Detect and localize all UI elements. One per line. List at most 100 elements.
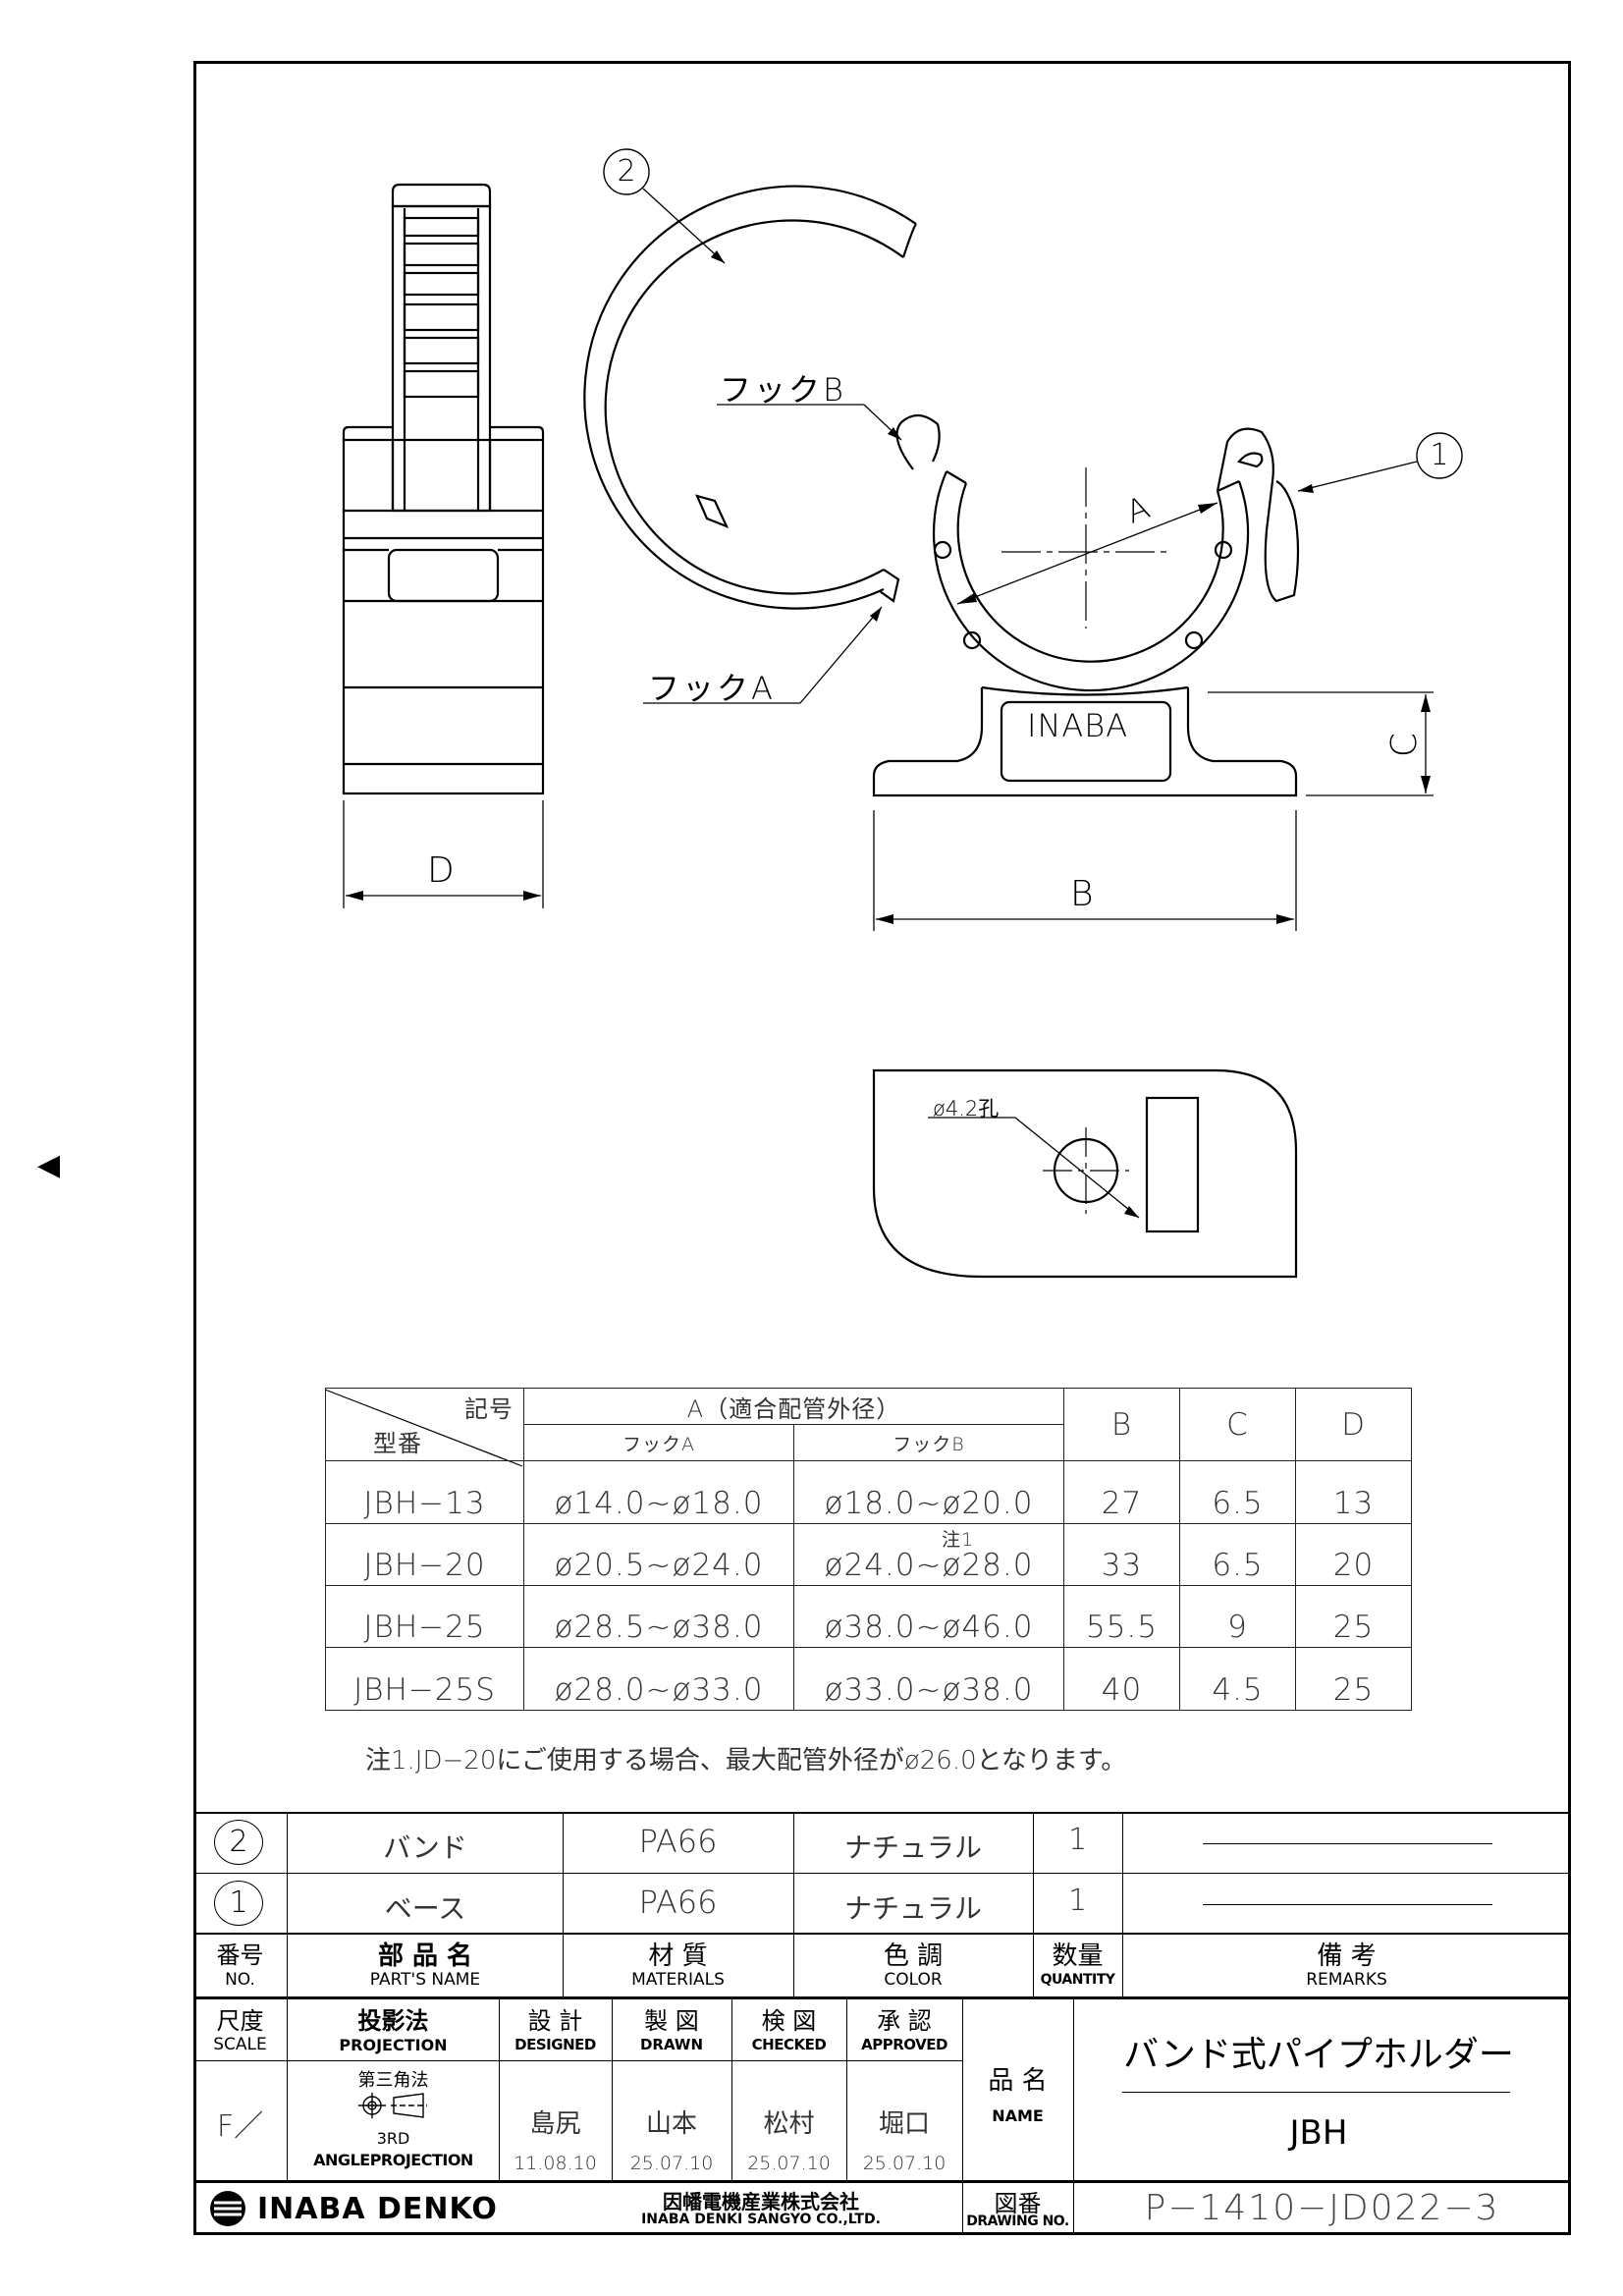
name-ja: 品 名 <box>988 2066 1048 2096</box>
b-cell: 33 <box>1063 1523 1180 1586</box>
hook-b-cell: ø18.0~ø20.0 <box>793 1460 1064 1524</box>
scale-value: F／ <box>216 2109 264 2144</box>
approved-date: 25.07.10 <box>862 2153 947 2174</box>
table-row: JBH−25 ø28.5~ø38.0 ø38.0~ø46.0 55.5 9 25 <box>325 1585 1412 1648</box>
hook-b-cell: ø38.0~ø46.0 <box>793 1585 1064 1648</box>
designed-en: DESIGNED <box>514 2036 596 2053</box>
drawing-frame <box>193 61 1571 2235</box>
header-color-en: COLOR <box>884 1970 943 1990</box>
part-row-no: 1 <box>214 1881 263 1926</box>
side-marker-arrow[interactable]: ◀ <box>37 1148 61 1182</box>
note-mark: 注1 <box>942 1529 975 1551</box>
product-name: バンド式パイプホルダー <box>1123 2035 1514 2075</box>
col-d-header: D <box>1295 1388 1412 1461</box>
scale-ja: 尺度 <box>216 2007 264 2035</box>
header-name-en: PART'S NAME <box>369 1970 481 1990</box>
name-en: NAME <box>992 2106 1044 2125</box>
drawn-en: DRAWN <box>639 2036 704 2053</box>
dimension-b-label: B <box>1070 874 1094 914</box>
projection-sub1: 3RD <box>376 2129 410 2148</box>
col-a-hook-a-header: フックA <box>523 1424 794 1461</box>
designed-ja: 設 計 <box>527 2007 583 2035</box>
checked-date: 25.07.10 <box>747 2153 831 2174</box>
approved-en: APPROVED <box>861 2036 947 2053</box>
table-row: JBH−20 ø20.5~ø24.0 注1 ø24.0~ø28.0 33 6.5… <box>325 1523 1412 1586</box>
drawn-date: 25.07.10 <box>629 2153 714 2174</box>
checked-en: CHECKED <box>751 2036 827 2053</box>
company-logo-icon <box>210 2191 245 2226</box>
hook-b-cell-with-note: 注1 ø24.0~ø28.0 <box>793 1523 1064 1586</box>
company-name-ja: 因幡電機産業株式会社 <box>663 2190 859 2214</box>
scale-en: SCALE <box>213 2035 267 2054</box>
projection-en: PROJECTION <box>339 2036 448 2054</box>
header-material-en: MATERIALS <box>631 1970 725 1990</box>
company-name-en: INABA DENKI SANGYO CO.,LTD. <box>641 2212 881 2227</box>
spec-table: 記号 型番 A（適合配管外径） B C D フックA フックB JBH−13 ø… <box>325 1388 1412 1711</box>
part-row-color: ナチュラル <box>843 1831 982 1864</box>
header-qty-en: QUANTITY <box>1040 1972 1115 1988</box>
model-cell: JBH−20 <box>325 1523 524 1586</box>
model-cell: JBH−25S <box>325 1647 524 1711</box>
d-cell: 25 <box>1295 1585 1412 1648</box>
projection-sub2: ANGLEPROJECTION <box>313 2151 473 2169</box>
part-row-material: PA66 <box>638 1823 718 1860</box>
corner-top-label: 記号 <box>464 1395 514 1423</box>
header-name-ja: 部 品 名 <box>377 1941 473 1971</box>
part-row-qty: 1 <box>1067 1884 1088 1918</box>
projection-ja: 投影法 <box>357 2007 429 2035</box>
table-row: JBH−13 ø14.0~ø18.0 ø18.0~ø20.0 27 6.5 13 <box>325 1460 1412 1524</box>
table-footnote: 注1.JD−20にご使用する場合、最大配管外径がø26.0となります。 <box>365 1746 1127 1776</box>
dimension-d-label: D <box>427 850 455 891</box>
part-row-material: PA66 <box>638 1884 718 1921</box>
header-remarks-ja: 備 考 <box>1317 1941 1377 1971</box>
part-row-no: 2 <box>214 1820 263 1865</box>
bottom-view <box>872 1068 1298 1279</box>
side-view <box>342 183 545 908</box>
hook-b-value: ø24.0~ø28.0 <box>824 1548 1034 1583</box>
approved-ja: 承 認 <box>877 2007 932 2035</box>
company-logo-text: INABA DENKO <box>257 2192 498 2226</box>
part-row-color: ナチュラル <box>843 1892 982 1925</box>
c-cell: 6.5 <box>1179 1460 1296 1524</box>
header-material-ja: 材 質 <box>648 1941 708 1971</box>
header-color-ja: 色 調 <box>883 1941 944 1971</box>
header-remarks-en: REMARKS <box>1306 1970 1387 1990</box>
part1-number: 1 <box>1430 438 1449 472</box>
designed-name: 島尻 <box>529 2109 581 2139</box>
product-code: JBH <box>1289 2113 1348 2153</box>
hook-a-cell: ø28.5~ø38.0 <box>523 1585 794 1648</box>
header-no-ja: 番号 <box>216 1941 264 1969</box>
hook-a-cell: ø20.5~ø24.0 <box>523 1523 794 1586</box>
corner-bottom-label: 型番 <box>373 1430 422 1457</box>
header-qty-ja: 数量 <box>1052 1941 1104 1971</box>
col-a-header: A（適合配管外径） <box>523 1388 1064 1425</box>
hook-b-cell: ø33.0~ø38.0 <box>793 1647 1064 1711</box>
table-corner: 記号 型番 <box>325 1388 524 1461</box>
drawn-ja: 製 図 <box>644 2007 699 2035</box>
col-c-header: C <box>1179 1388 1296 1461</box>
hook-a-cell: ø28.0~ø33.0 <box>523 1647 794 1711</box>
projection-value: 第三角法 <box>357 2070 429 2091</box>
checked-ja: 検 図 <box>761 2007 817 2035</box>
d-cell: 20 <box>1295 1523 1412 1586</box>
table-row: JBH−25S ø28.0~ø33.0 ø33.0~ø38.0 40 4.5 2… <box>325 1647 1412 1711</box>
hook-b-label: フックB <box>720 371 846 409</box>
part-row-qty: 1 <box>1067 1823 1088 1857</box>
hook-a-cell: ø14.0~ø18.0 <box>523 1460 794 1524</box>
drawing-no-ja: 図番 <box>994 2190 1042 2217</box>
drawing-number: P−1410−JD022−3 <box>1144 2188 1500 2228</box>
model-cell: JBH−13 <box>325 1460 524 1524</box>
d-cell: 25 <box>1295 1647 1412 1711</box>
part-row-name: バンド <box>383 1831 467 1864</box>
part2-number: 2 <box>617 154 636 189</box>
col-b-header: B <box>1063 1388 1180 1461</box>
model-cell: JBH−25 <box>325 1585 524 1648</box>
approved-name: 堀口 <box>878 2109 930 2139</box>
col-a-hook-b-header: フックB <box>793 1424 1064 1461</box>
b-cell: 40 <box>1063 1647 1180 1711</box>
c-cell: 9 <box>1179 1585 1296 1648</box>
third-angle-projection-icon <box>358 2093 427 2118</box>
c-cell: 6.5 <box>1179 1523 1296 1586</box>
d-cell: 13 <box>1295 1460 1412 1524</box>
part-row-name: ベース <box>384 1892 466 1925</box>
